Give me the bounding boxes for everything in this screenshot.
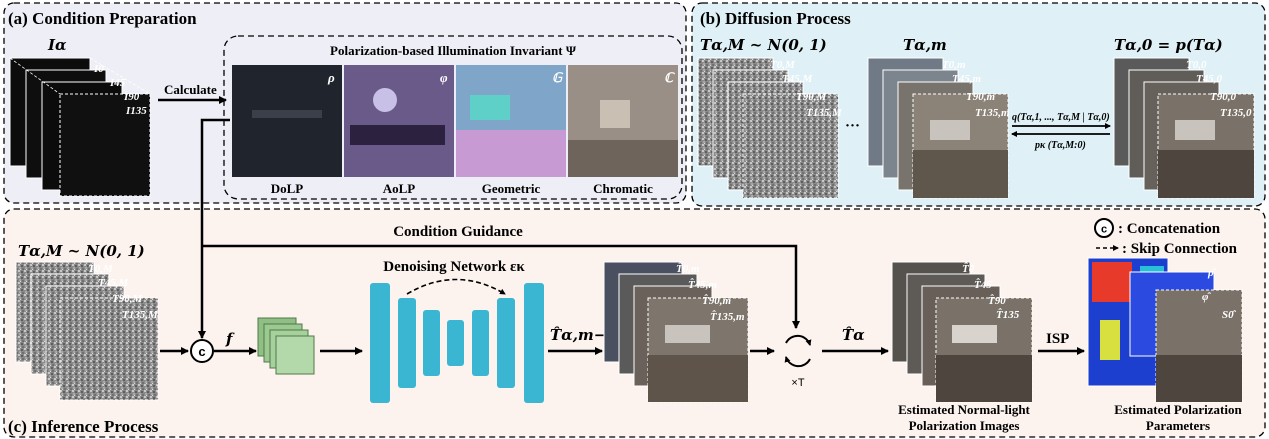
- stack-label: T0,m: [942, 59, 966, 71]
- output-stack: T̂0,m T̂45,m T̂90,m T̂135,m: [603, 261, 749, 403]
- stack-label: T135,M: [122, 309, 159, 321]
- mid-label: Tα,m: [903, 36, 947, 54]
- stack-label: T45,M: [98, 277, 129, 289]
- stack-label: T135,M: [806, 107, 843, 119]
- reverse-label: pκ (Tα,M:0): [1034, 140, 1086, 151]
- invariant-title: Polarization-based Illumination Invarian…: [330, 43, 577, 58]
- stack-label: T̂135,m: [710, 310, 745, 323]
- isp-label: ISP: [1046, 331, 1069, 347]
- stack-label: T̂135: [996, 308, 1020, 321]
- stack-label: T90,0: [1210, 91, 1236, 103]
- stack-label: T135,m: [975, 107, 1010, 119]
- parameter-caption-line2: Parameters: [1146, 418, 1210, 433]
- mid-stack: T0,m T45,m T90,m T135,m: [867, 57, 1010, 199]
- map-symbol: 𝔾: [552, 70, 564, 85]
- diffusion-ellipsis: ···: [845, 118, 860, 134]
- input-stack: I0 I45 I90 I135: [9, 57, 151, 197]
- stack-label: T0,M: [770, 59, 796, 71]
- map-symbol: ρ: [327, 70, 335, 85]
- stack-label: T̂45: [974, 278, 992, 291]
- stack-label: T135,0: [1220, 107, 1252, 119]
- parameter-stack: ρ̂ φ̂ S0̂: [1087, 257, 1243, 403]
- stack-label: T̂45,m: [688, 278, 717, 291]
- stack-label: T0,0: [1186, 59, 1207, 71]
- map-caption: Chromatic: [593, 181, 653, 196]
- map-aolp: φ AoLP: [344, 65, 454, 196]
- clean-stack: T0,0 T45,0 T90,0 T135,0: [1113, 57, 1255, 199]
- panel-a-title: (a) Condition Preparation: [8, 9, 197, 28]
- stack-label: T̂0,m: [676, 262, 700, 275]
- f-label: f: [225, 330, 235, 348]
- panel-c-title: (c) Inference Process: [8, 417, 159, 436]
- stack-label: I45: [109, 77, 126, 89]
- noise-label: Tα,M ~ N(0, 1): [700, 36, 827, 54]
- calculate-label: Calculate: [164, 82, 217, 97]
- stack-label: I0: [93, 63, 104, 75]
- map-image: [344, 65, 454, 177]
- final-label: T̂α: [842, 326, 865, 344]
- stack-label: T̂90: [988, 294, 1006, 307]
- stack-label: T0,M: [88, 263, 114, 275]
- inference-noise-stack: T0,M T45,M T90,M T135,M: [15, 261, 159, 401]
- forward-label: q(Tα,1, ..., Tα,M | Tα,0): [1012, 112, 1110, 123]
- map-symbol: ℂ: [664, 70, 675, 85]
- legend-concat-symbol: c: [1101, 224, 1107, 236]
- legend-concat: : Concatenation: [1118, 221, 1221, 237]
- estimated-caption-line2: Polarization Images: [909, 418, 1020, 433]
- map-symbol: φ: [440, 70, 448, 85]
- map-image: [232, 65, 342, 177]
- map-caption: Geometric: [482, 181, 541, 196]
- map-chromatic: ℂ Chromatic: [568, 65, 678, 196]
- noise-stack: T0,M T45,M T90,M T135,M: [697, 57, 843, 199]
- feature-stack: [257, 317, 315, 375]
- stack-label: T90,m: [966, 91, 995, 103]
- condition-guidance-label: Condition Guidance: [393, 224, 523, 240]
- param-label: ρ̂: [1207, 267, 1217, 279]
- map-caption: DoLP: [271, 181, 304, 196]
- stack-label: T̂90,m: [702, 294, 731, 307]
- param-label: S0̂: [1222, 309, 1237, 321]
- parameter-caption-line1: Estimated Polarization: [1114, 402, 1242, 417]
- legend-skip: : Skip Connection: [1122, 241, 1238, 257]
- stack-label: I135: [125, 105, 147, 117]
- map-caption: AoLP: [383, 181, 416, 196]
- input-label: Iα: [47, 36, 67, 54]
- denoising-network: [370, 278, 544, 403]
- loop-label: ×T: [791, 377, 804, 389]
- concat-symbol: c: [198, 344, 205, 359]
- loop-icon: [784, 334, 812, 368]
- condition-guidance-line: [202, 244, 800, 329]
- map-dolp: ρ DoLP: [232, 65, 342, 196]
- network-output-label: T̂α,m−1: [550, 326, 617, 344]
- estimated-stack: T̂0 T̂45 T̂90 T̂135: [891, 261, 1033, 403]
- stack-label: T90,M: [112, 293, 143, 305]
- map-geometric: 𝔾 Geometric: [456, 65, 566, 196]
- stack-label: T45,m: [952, 73, 981, 85]
- stack-label: T̂0: [962, 262, 975, 275]
- inference-noise-label: Tα,M ~ N(0, 1): [18, 242, 145, 260]
- invariant-box: [223, 35, 683, 200]
- param-label: φ̂: [1202, 291, 1211, 303]
- condition-feed-line: [198, 118, 230, 339]
- stack-label: T45,0: [1196, 73, 1222, 85]
- panel-b-title: (b) Diffusion Process: [700, 9, 851, 28]
- concat-node: c: [190, 339, 214, 363]
- legend: c : Concatenation : Skip Connection: [1094, 218, 1238, 257]
- estimated-caption-line1: Estimated Normal-light: [898, 402, 1030, 417]
- stack-label: T90,M: [796, 91, 827, 103]
- clean-label: Tα,0 = p(Tα): [1114, 36, 1223, 54]
- stack-label: I90: [123, 91, 140, 103]
- network-label: Denoising Network εκ: [383, 259, 525, 275]
- stack-label: T45,M: [782, 73, 813, 85]
